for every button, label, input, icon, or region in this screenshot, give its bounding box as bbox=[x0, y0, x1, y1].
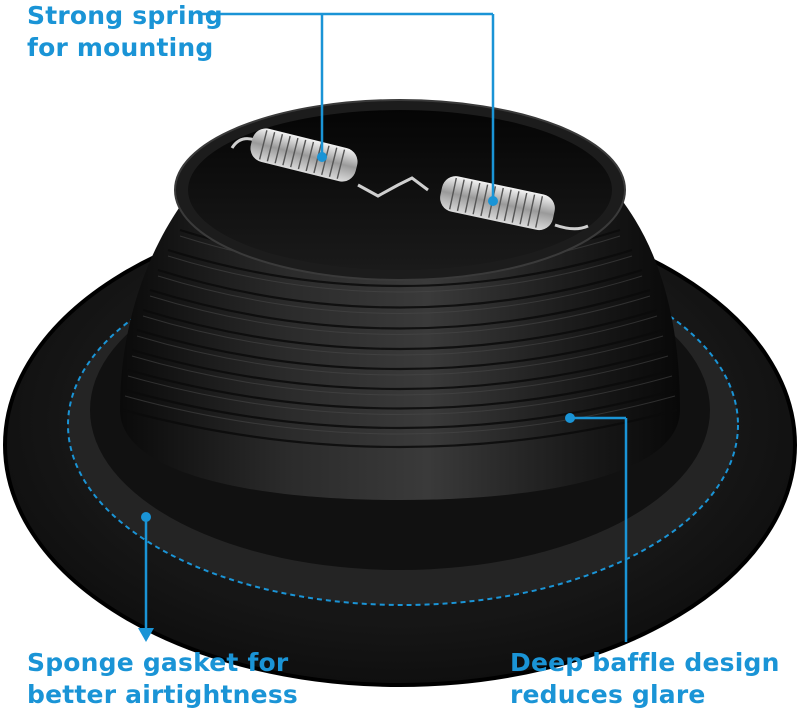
baffle-dome bbox=[120, 99, 680, 500]
gasket-callout-line2: better airtightness bbox=[27, 680, 298, 709]
baffle-callout-line2: reduces glare bbox=[510, 680, 706, 709]
baffle-callout-line1: Deep baffle design bbox=[510, 648, 780, 677]
baffle-callout-label: Deep baffle design reduces glare bbox=[510, 647, 780, 711]
spring-callout-line1: Strong spring bbox=[27, 1, 223, 30]
spring-callout-label: Strong spring for mounting bbox=[27, 0, 223, 64]
callout-dots bbox=[141, 152, 575, 522]
gasket-callout-line1: Sponge gasket for bbox=[27, 648, 289, 677]
spring-callout-line2: for mounting bbox=[27, 33, 214, 62]
callout-lines bbox=[144, 12, 628, 642]
gasket-arrow-icon bbox=[138, 628, 154, 642]
gasket-callout-label: Sponge gasket for better airtightness bbox=[27, 647, 298, 711]
